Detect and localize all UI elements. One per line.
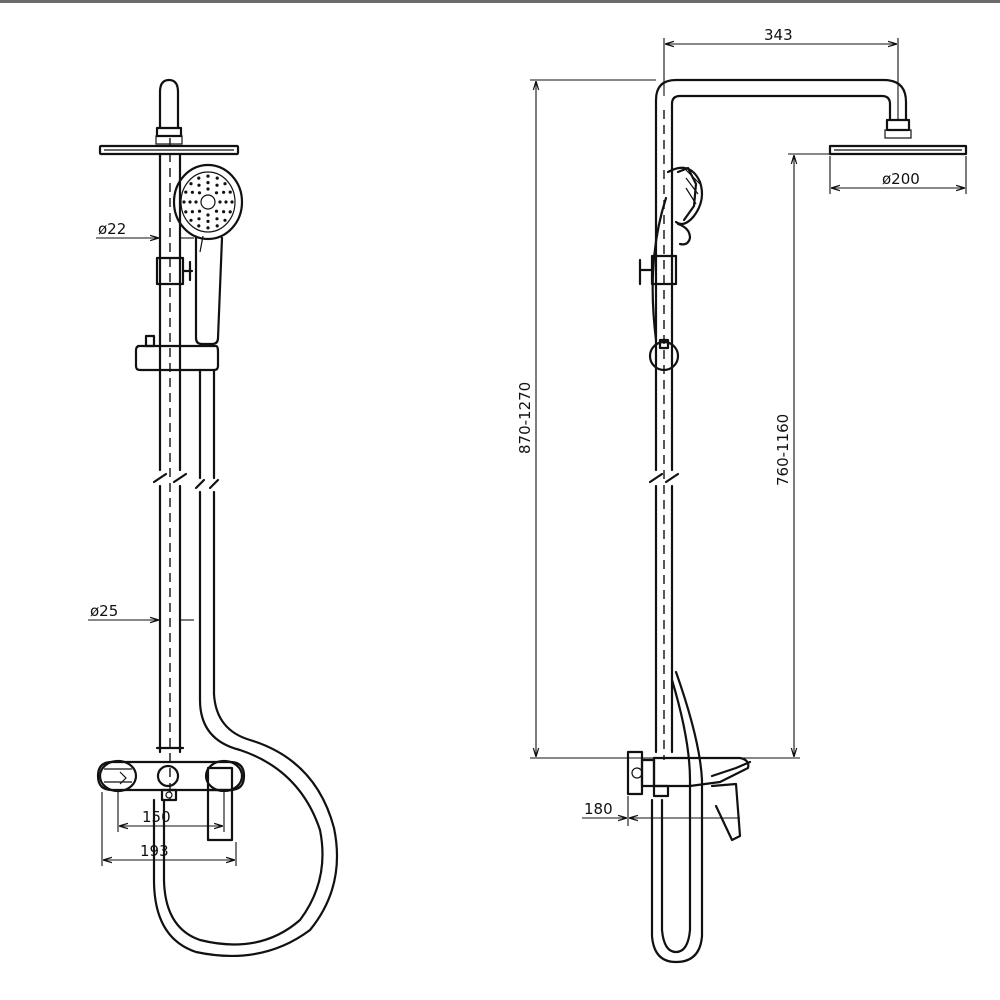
mixer-lever bbox=[206, 766, 234, 842]
nozzle-dot bbox=[228, 190, 232, 194]
nozzle-pattern bbox=[182, 174, 234, 230]
nozzle-dot bbox=[194, 200, 198, 204]
side-view: 343 ø200 870-1270 760-1160 1 bbox=[516, 26, 968, 964]
hose bbox=[152, 368, 339, 957]
nozzle-dot bbox=[223, 182, 227, 186]
top-pipe-stub bbox=[155, 78, 183, 145]
side-slide-bracket bbox=[648, 338, 680, 372]
mixer-valve bbox=[96, 746, 246, 802]
dimension-spout-projection: 180 bbox=[582, 796, 740, 826]
nozzle-dot bbox=[206, 226, 210, 230]
nozzle-dot bbox=[222, 190, 226, 194]
nozzle-dot bbox=[197, 191, 202, 195]
riser-pipe bbox=[152, 138, 188, 800]
nozzle-dot bbox=[215, 176, 219, 180]
nozzle-dot bbox=[184, 190, 188, 194]
dimension-label-193: 193 bbox=[140, 842, 169, 860]
dimension-inlet-spacing: 150 bbox=[117, 792, 225, 832]
nozzle-dot bbox=[214, 209, 219, 213]
slide-bracket bbox=[134, 334, 220, 372]
dimension-label-180: 180 bbox=[584, 800, 613, 818]
side-hose bbox=[650, 670, 704, 964]
dimension-label-343: 343 bbox=[764, 26, 793, 44]
top-border-rule bbox=[0, 0, 1000, 3]
dimension-riser-diameter: ø25 bbox=[88, 602, 194, 620]
nozzle-dot bbox=[188, 200, 192, 204]
nozzle-dot bbox=[197, 209, 202, 213]
nozzle-dot bbox=[189, 218, 193, 222]
nozzle-dot bbox=[214, 191, 219, 195]
nozzle-dot bbox=[218, 200, 222, 204]
nozzle-dot bbox=[197, 183, 201, 187]
dimension-arm-reach: 343 bbox=[663, 26, 899, 120]
side-overhead-head bbox=[828, 144, 968, 156]
nozzle-dot bbox=[206, 174, 210, 178]
dimension-label-150: 150 bbox=[142, 808, 171, 826]
nozzle-dot bbox=[197, 176, 201, 180]
nozzle-dot bbox=[190, 190, 194, 194]
side-hand-shower bbox=[651, 166, 704, 342]
nozzle-dot bbox=[206, 219, 210, 223]
nozzle-dot bbox=[197, 217, 201, 221]
hand-shower-holder bbox=[155, 256, 194, 286]
front-view: ø22 ø25 150 193 bbox=[88, 78, 339, 957]
side-riser-and-arm bbox=[648, 78, 912, 760]
nozzle-dot bbox=[184, 210, 188, 214]
overhead-shower-head bbox=[98, 144, 240, 156]
nozzle-dot bbox=[215, 183, 219, 187]
nozzle-dot bbox=[189, 182, 193, 186]
nozzle-dot bbox=[190, 210, 194, 214]
nozzle-dot bbox=[223, 218, 227, 222]
side-holder bbox=[638, 254, 678, 286]
dimension-head-height: 760-1160 bbox=[740, 153, 830, 759]
nozzle-dot bbox=[206, 213, 210, 217]
nozzle-dot bbox=[215, 217, 219, 221]
dimension-label-760-1160: 760-1160 bbox=[774, 414, 792, 486]
hand-shower bbox=[172, 163, 244, 346]
dimension-total-height: 870-1270 bbox=[516, 79, 656, 759]
dimension-head-diameter: ø200 bbox=[829, 156, 967, 194]
nozzle-dot bbox=[222, 210, 226, 214]
dimension-label-200: ø200 bbox=[882, 170, 920, 188]
nozzle-dot bbox=[206, 187, 210, 191]
dimension-mixer-width: 193 bbox=[101, 792, 237, 866]
nozzle-dot bbox=[182, 200, 186, 204]
nozzle-dot bbox=[215, 224, 219, 228]
dimension-label-22: ø22 bbox=[98, 220, 126, 238]
dimension-label-25: ø25 bbox=[90, 602, 118, 620]
nozzle-dot bbox=[228, 210, 232, 214]
nozzle-dot bbox=[230, 200, 234, 204]
dimension-shower-arm-diameter: ø22 bbox=[96, 220, 194, 238]
nozzle-dot bbox=[197, 224, 201, 228]
nozzle-dot bbox=[224, 200, 228, 204]
nozzle-dot bbox=[206, 181, 210, 185]
dimension-label-870-1270: 870-1270 bbox=[516, 382, 534, 454]
